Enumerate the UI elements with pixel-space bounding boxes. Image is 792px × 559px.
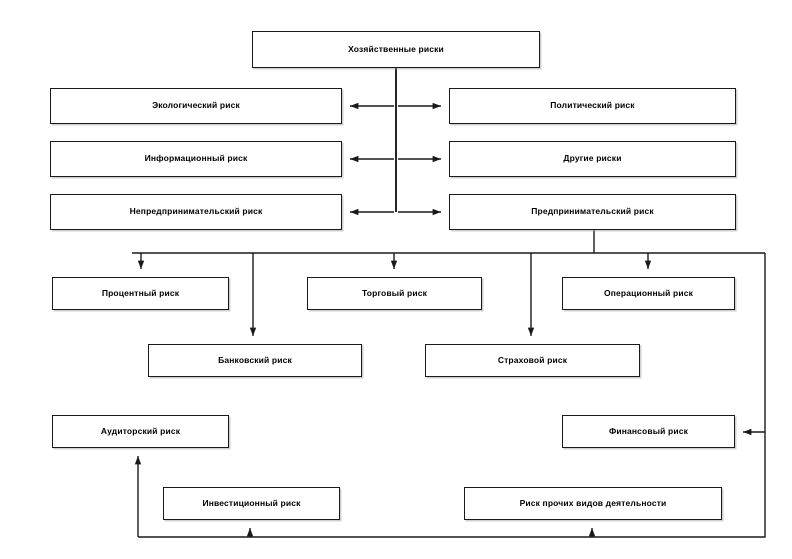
node-non-entrepreneurial-risk[interactable]: Непредпринимательский риск	[50, 194, 342, 230]
edge-bottom-bus	[138, 432, 766, 538]
node-other-risks[interactable]: Другие риски	[449, 141, 736, 177]
node-entrepreneurial-risk[interactable]: Предпринимательский риск	[449, 194, 736, 230]
node-label: Другие риски	[563, 153, 622, 164]
node-audit-risk[interactable]: Аудиторский риск	[52, 415, 229, 448]
node-insurance-risk[interactable]: Страховой риск	[425, 344, 640, 377]
node-label: Инвестиционный риск	[202, 497, 301, 508]
edge-bus-to-financial-risk	[742, 253, 766, 436]
node-political-risk[interactable]: Политический риск	[449, 88, 736, 124]
node-label: Аудиторский риск	[100, 425, 181, 436]
node-operational-risk[interactable]: Операционный риск	[562, 277, 735, 310]
node-label: Торговый риск	[361, 287, 428, 298]
node-investment-risk[interactable]: Инвестиционный риск	[163, 487, 340, 520]
node-label: Политический риск	[550, 100, 635, 111]
node-interest-risk[interactable]: Процентный риск	[52, 277, 229, 310]
node-information-risk[interactable]: Информационный риск	[50, 141, 342, 177]
node-label: Риск прочих видов деятельности	[519, 497, 667, 508]
node-label: Непредпринимательский риск	[129, 206, 263, 217]
node-label: Предпринимательский риск	[531, 206, 654, 217]
node-label: Процентный риск	[101, 287, 180, 298]
node-label: Экологический риск	[152, 100, 240, 111]
node-banking-risk[interactable]: Банковский риск	[148, 344, 362, 377]
node-label: Хозяйственные риски	[348, 43, 444, 54]
node-financial-risk[interactable]: Финансовый риск	[562, 415, 735, 448]
node-label: Операционный риск	[603, 287, 694, 298]
node-other-activities-risk[interactable]: Риск прочих видов деятельности	[464, 487, 722, 520]
node-label: Страховой риск	[497, 354, 568, 365]
node-label: Информационный риск	[144, 153, 248, 164]
node-trade-risk[interactable]: Торговый риск	[307, 277, 482, 310]
node-economic-risks[interactable]: Хозяйственные риски	[252, 31, 540, 68]
node-ecological-risk[interactable]: Экологический риск	[50, 88, 342, 124]
node-label: Финансовый риск	[608, 425, 689, 436]
node-label: Банковский риск	[218, 354, 292, 365]
